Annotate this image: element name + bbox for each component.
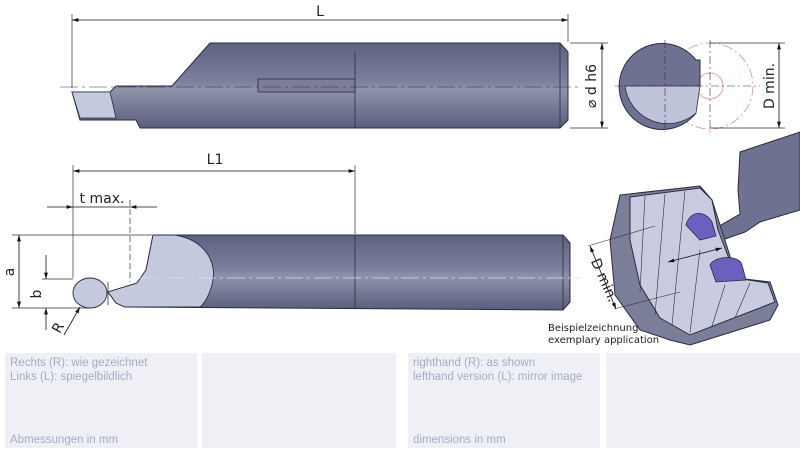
note-de-units: Abmessungen in mm <box>10 434 119 446</box>
label-L1: L1 <box>207 152 224 168</box>
label-b: b <box>29 289 45 298</box>
dimension-D-min-end: D min. <box>710 42 785 129</box>
caption-de: Beispielzeichnung <box>548 323 638 334</box>
note-en-righthand: righthand (R): as shown <box>413 357 536 369</box>
dimension-t-max: t max. <box>47 191 157 282</box>
dimension-d: ⌀ d h6 <box>570 42 608 129</box>
top-view-tool <box>60 42 580 129</box>
note-de-righthand: Rechts (R): wie gezeichnet <box>10 357 148 369</box>
empty-panel-2 <box>606 353 800 448</box>
notes-panel-de: Rechts (R): wie gezeichnet Links (L): sp… <box>5 353 197 448</box>
application-view: D min. Beispielzeichnung exemplary appli… <box>548 131 800 346</box>
label-D-min: D min. <box>762 63 778 109</box>
label-t-max: t max. <box>80 191 125 207</box>
side-view-tool <box>72 234 580 311</box>
dimension-L: L <box>71 4 569 88</box>
technical-drawing: L ⌀ d h6 D min. L1 <box>2 4 800 346</box>
label-a: a <box>2 268 18 277</box>
empty-panel-1 <box>202 353 396 448</box>
label-L: L <box>316 4 324 20</box>
end-view <box>615 40 760 132</box>
notes-panel-en: righthand (R): as shown lefthand version… <box>408 353 600 448</box>
caption-en: exemplary application <box>548 335 659 346</box>
label-R: R <box>49 320 68 337</box>
dimension-L1: L1 <box>72 152 356 278</box>
note-de-lefthand: Links (L): spiegelbildlich <box>10 371 133 383</box>
note-en-units: dimensions in mm <box>413 434 506 446</box>
note-en-lefthand: lefthand version (L): mirror image <box>413 371 583 383</box>
label-d-h6: ⌀ d h6 <box>584 64 600 108</box>
